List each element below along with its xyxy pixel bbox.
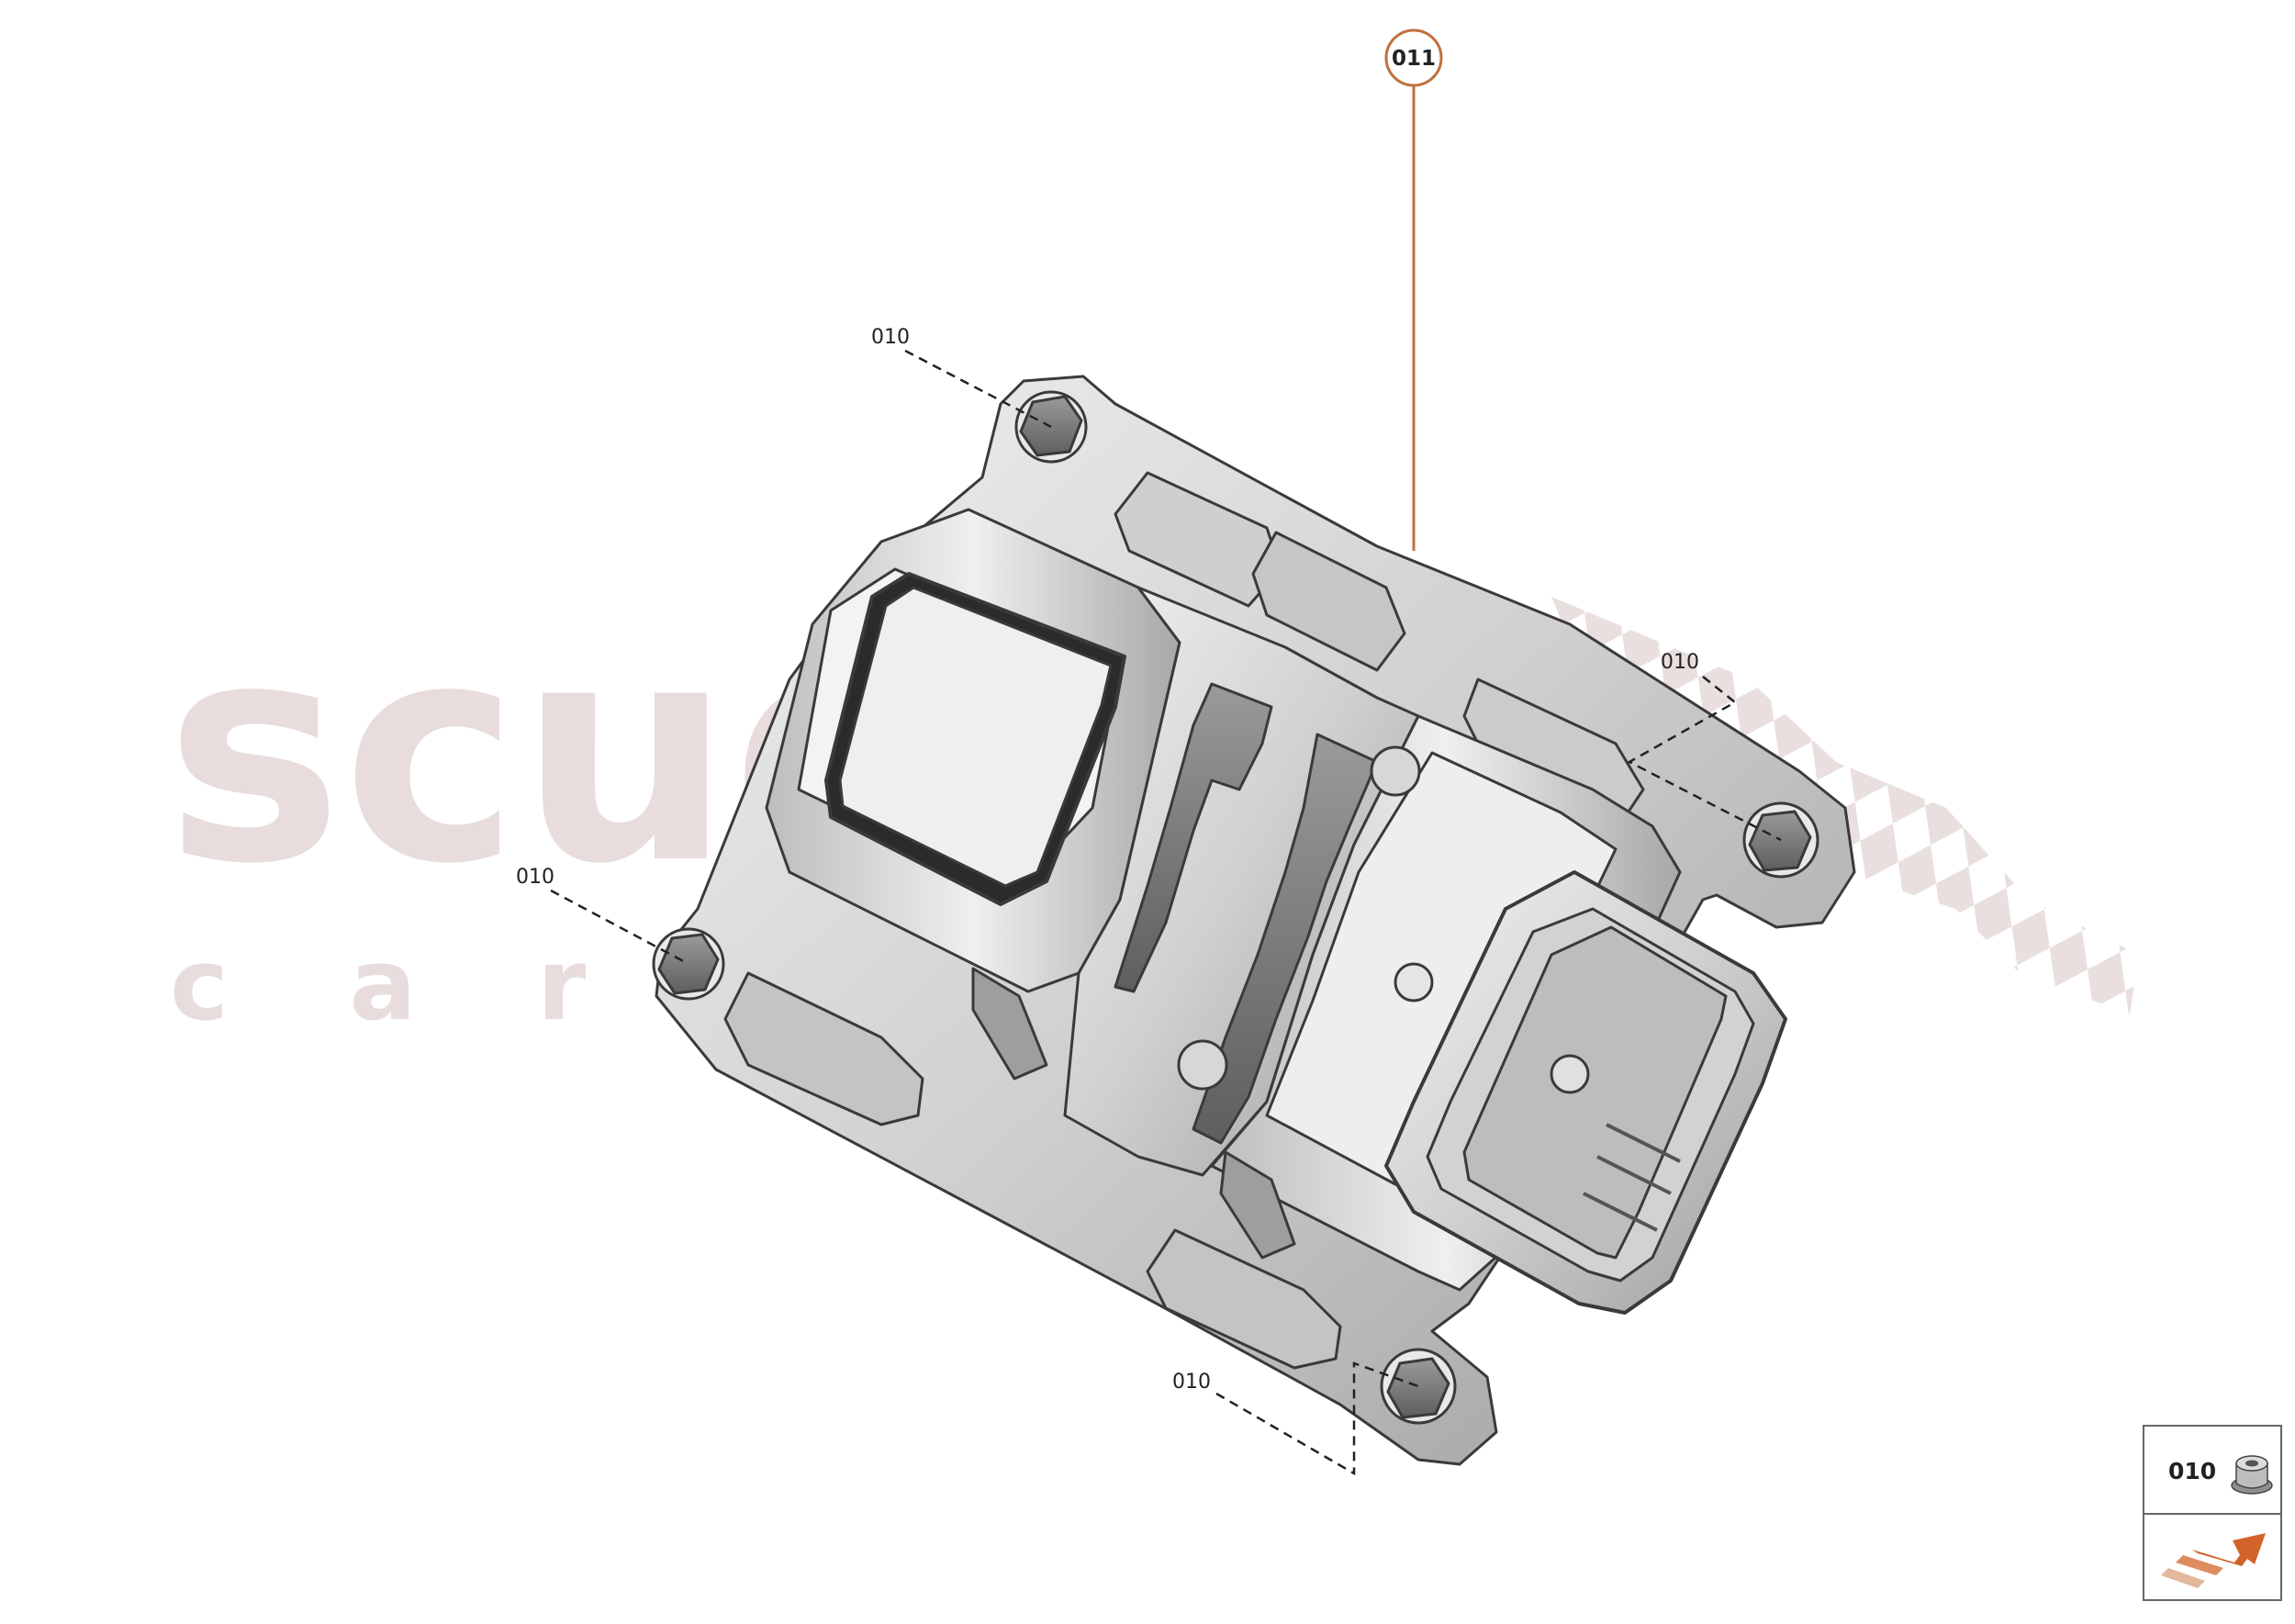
leader-lines <box>550 86 1782 1476</box>
control-module-illustration <box>652 375 1856 1466</box>
watermark-checkered-flag <box>1551 597 2139 1014</box>
flange-nut-icon <box>2231 1455 2273 1495</box>
callout-main-part[interactable]: 011 <box>1384 28 1443 87</box>
bolt-head-upper <box>1370 745 1421 797</box>
legend-part-code: 010 <box>2168 1458 2217 1484</box>
next-page-arrow-icon <box>2161 1533 2266 1588</box>
callout-fastener-right[interactable]: 010 <box>1661 651 1699 674</box>
callout-fastener-top-left[interactable]: 010 <box>871 326 910 349</box>
parts-legend: 010 <box>2143 1425 2282 1601</box>
callout-fastener-left[interactable]: 010 <box>516 866 554 889</box>
leader-fastener-left <box>550 889 689 966</box>
callout-fastener-bottom[interactable]: 010 <box>1172 1371 1211 1394</box>
legend-row-part[interactable]: 010 <box>2144 1427 2280 1515</box>
leader-fastener-top-left <box>904 349 1052 429</box>
callout-main-part-label: 011 <box>1392 47 1436 71</box>
leader-fastener-bottom <box>1215 1361 1419 1476</box>
next-page-button[interactable] <box>2144 1515 2280 1601</box>
bolt-head-lower <box>1177 1039 1228 1091</box>
leader-fastener-right <box>1627 676 1782 842</box>
